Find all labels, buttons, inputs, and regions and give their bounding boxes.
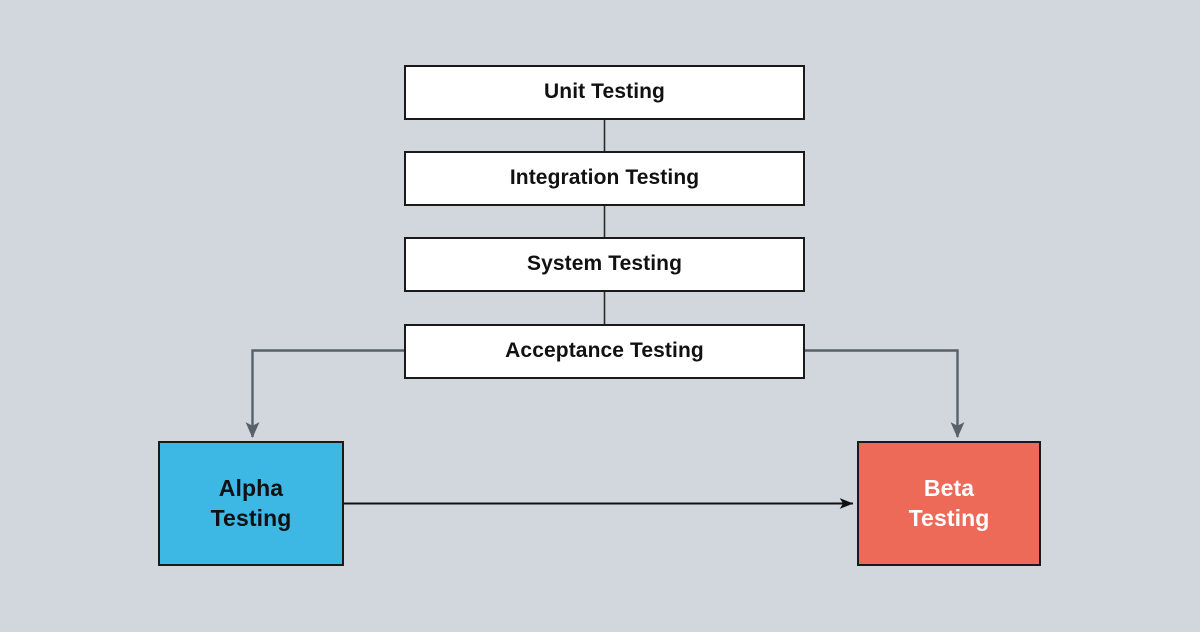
node-alpha-testing-line2: Testing [210, 504, 292, 531]
node-unit-testing[interactable]: Unit Testing [404, 65, 805, 120]
edge-acceptance-to-alpha [245, 349, 404, 438]
edge-acceptance-to-beta [805, 349, 965, 438]
node-integration-testing[interactable]: Integration Testing [404, 151, 805, 206]
node-alpha-testing-line1: Alpha [218, 475, 284, 502]
node-unit-testing-label: Unit Testing [544, 80, 665, 104]
node-beta-testing[interactable]: Beta Testing [857, 441, 1041, 566]
node-acceptance-testing[interactable]: Acceptance Testing [404, 324, 805, 379]
node-integration-testing-label: Integration Testing [509, 166, 700, 190]
node-system-testing-label: System Testing [526, 252, 683, 276]
node-beta-testing-line1: Beta [923, 475, 975, 502]
node-beta-testing-line2: Testing [908, 504, 990, 531]
node-system-testing[interactable]: System Testing [404, 237, 805, 292]
node-beta-testing-label: Beta Testing [909, 474, 990, 533]
node-alpha-testing-label: Alpha Testing [211, 474, 292, 533]
node-alpha-testing[interactable]: Alpha Testing [158, 441, 344, 566]
node-acceptance-testing-label: Acceptance Testing [505, 339, 704, 363]
